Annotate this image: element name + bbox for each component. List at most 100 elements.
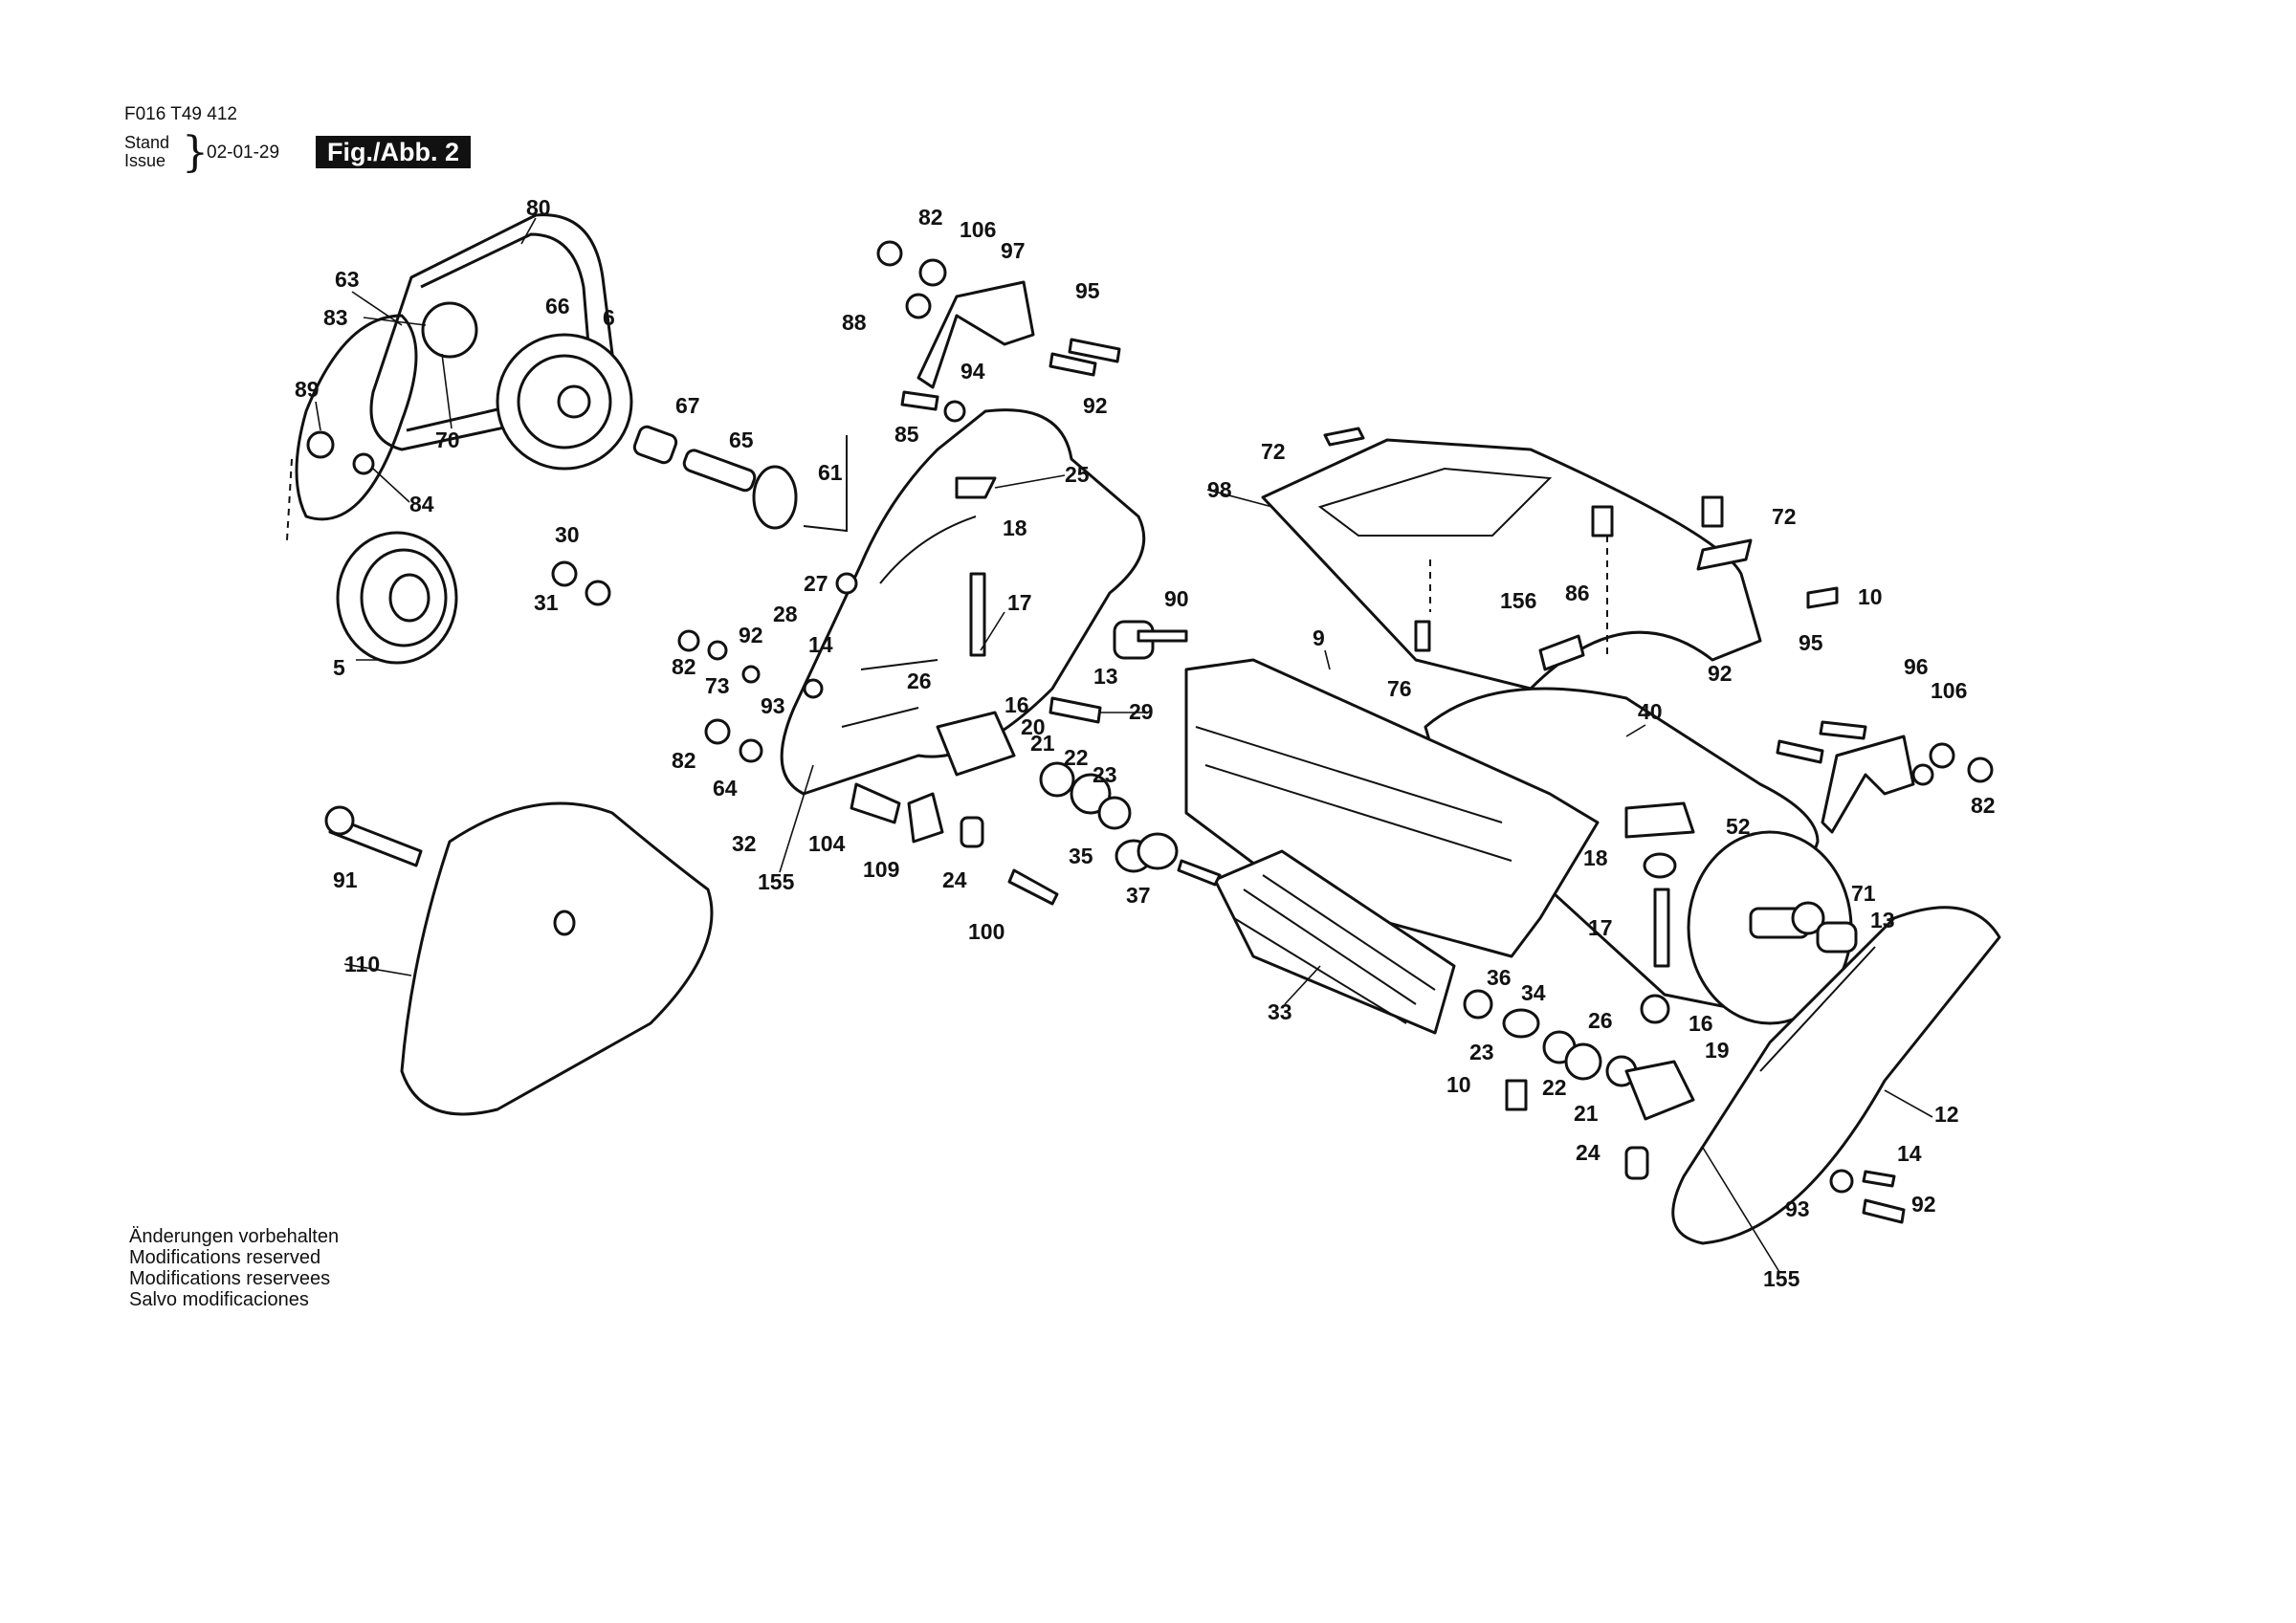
bolt-90 bbox=[1137, 629, 1188, 643]
part-label: 95 bbox=[1799, 630, 1823, 655]
part-label: 82 bbox=[672, 748, 696, 773]
part-label: 92 bbox=[1911, 1192, 1936, 1217]
nut-18 bbox=[1643, 852, 1677, 879]
washer-31 bbox=[585, 580, 611, 606]
note-line: Modifications reserved bbox=[129, 1247, 321, 1268]
issue-date: 02-01-29 bbox=[207, 143, 280, 163]
part-label: 16 bbox=[1004, 692, 1029, 717]
screw-10 bbox=[1806, 586, 1839, 609]
part-label: 90 bbox=[1164, 586, 1189, 611]
part-label: 17 bbox=[1588, 915, 1613, 940]
part-label: 67 bbox=[675, 393, 700, 418]
part-label: 72 bbox=[1261, 439, 1286, 464]
part-label: 97 bbox=[1001, 238, 1026, 263]
top-cover-group bbox=[1261, 427, 1839, 691]
part-label: 13 bbox=[1870, 908, 1895, 932]
nut-89 bbox=[306, 430, 335, 459]
part-label: 25 bbox=[1065, 462, 1090, 487]
part-label: 6 bbox=[603, 305, 615, 330]
washer-93b bbox=[1829, 1169, 1854, 1194]
part-label: 17 bbox=[1007, 590, 1032, 615]
top-bracket-group bbox=[876, 240, 1121, 423]
screw-76 bbox=[1414, 620, 1431, 652]
cutting-cylinder-group bbox=[1177, 849, 1695, 1180]
part-label: 12 bbox=[1934, 1102, 1959, 1127]
pulley-63 bbox=[421, 301, 478, 359]
part-label: 63 bbox=[335, 267, 360, 292]
part-label: 88 bbox=[842, 310, 867, 335]
washer-106b bbox=[1929, 742, 1955, 769]
part-109 bbox=[907, 792, 944, 844]
washer-106 bbox=[918, 258, 947, 287]
bush-34 bbox=[1502, 1008, 1540, 1039]
part-label: 16 bbox=[1689, 1011, 1713, 1036]
part-label: 156 bbox=[1500, 588, 1536, 613]
washer-88 bbox=[905, 293, 932, 319]
bush-67 bbox=[632, 425, 678, 465]
cover-98 bbox=[1261, 438, 1762, 691]
part-label: 26 bbox=[907, 669, 932, 693]
part-label: 83 bbox=[323, 305, 348, 330]
modifications-notice: Änderungen vorbehalten Modifications res… bbox=[129, 1226, 339, 1310]
part-label: 33 bbox=[1268, 999, 1292, 1024]
part-label: 37 bbox=[1126, 883, 1151, 908]
part-label: 86 bbox=[1565, 581, 1590, 605]
spring-71 bbox=[1791, 901, 1825, 935]
brace-glyph: } bbox=[182, 128, 209, 177]
part-label: 28 bbox=[773, 602, 798, 626]
disc-61 bbox=[752, 465, 798, 530]
wing-nut-82 bbox=[876, 240, 903, 267]
label-156 bbox=[1538, 634, 1585, 671]
part-label: 82 bbox=[918, 205, 943, 230]
note-line: Änderungen vorbehalten bbox=[129, 1226, 340, 1247]
washer-23 bbox=[1097, 796, 1132, 830]
screw-104 bbox=[850, 782, 901, 824]
stand-issue-label: Stand Issue bbox=[124, 134, 169, 170]
part-label: 72 bbox=[1772, 504, 1797, 529]
part-label: 104 bbox=[808, 831, 846, 856]
ring-22b bbox=[1564, 1042, 1602, 1081]
part-label: 23 bbox=[1469, 1040, 1494, 1064]
pin-14b bbox=[1862, 1170, 1896, 1188]
note-line: Salvo modificaciones bbox=[129, 1289, 309, 1310]
part-label: 155 bbox=[1763, 1266, 1800, 1291]
issue-label: Issue bbox=[124, 151, 166, 170]
ring-21 bbox=[1039, 761, 1075, 798]
bolt-85 bbox=[900, 390, 939, 411]
washer-94 bbox=[943, 400, 966, 423]
bracket-96 bbox=[1821, 735, 1915, 834]
part-label: 155 bbox=[758, 869, 795, 894]
part-label: 93 bbox=[1785, 1196, 1810, 1221]
belt-cover-group bbox=[324, 801, 714, 1116]
part-label: 29 bbox=[1129, 699, 1154, 724]
part-label: 106 bbox=[960, 217, 996, 242]
right-side-plate-group bbox=[1671, 906, 2001, 1245]
threaded-rod-17 bbox=[969, 572, 986, 657]
part-label: 36 bbox=[1487, 965, 1512, 990]
part-label: 71 bbox=[1851, 881, 1876, 906]
part-label: 13 bbox=[1093, 664, 1118, 689]
bush-13b bbox=[1816, 921, 1858, 954]
part-label: 95 bbox=[1075, 278, 1100, 303]
part-label: 30 bbox=[555, 522, 580, 547]
part-label: 9 bbox=[1313, 625, 1325, 650]
part-label: 82 bbox=[1971, 793, 1996, 818]
bolt-92d bbox=[1862, 1198, 1906, 1224]
part-label: 66 bbox=[545, 294, 570, 318]
part-label: 84 bbox=[409, 492, 434, 516]
left-side-plate-group bbox=[677, 408, 1188, 906]
part-label: 106 bbox=[1931, 678, 1967, 703]
part-label: 65 bbox=[729, 428, 754, 452]
clip-72 bbox=[1323, 427, 1365, 447]
part-label: 40 bbox=[1638, 699, 1663, 724]
part-label: 73 bbox=[705, 673, 730, 698]
bolt-29 bbox=[1049, 696, 1102, 724]
part-label: 64 bbox=[713, 776, 738, 801]
document-id: F016 T49 412 bbox=[124, 104, 237, 124]
bolt-95b bbox=[1819, 720, 1867, 740]
part-label: 21 bbox=[1030, 731, 1055, 756]
washer-26 bbox=[1640, 994, 1670, 1024]
v-belt bbox=[295, 314, 418, 521]
part-label: 26 bbox=[1588, 1008, 1613, 1033]
washer-64 bbox=[739, 738, 763, 763]
